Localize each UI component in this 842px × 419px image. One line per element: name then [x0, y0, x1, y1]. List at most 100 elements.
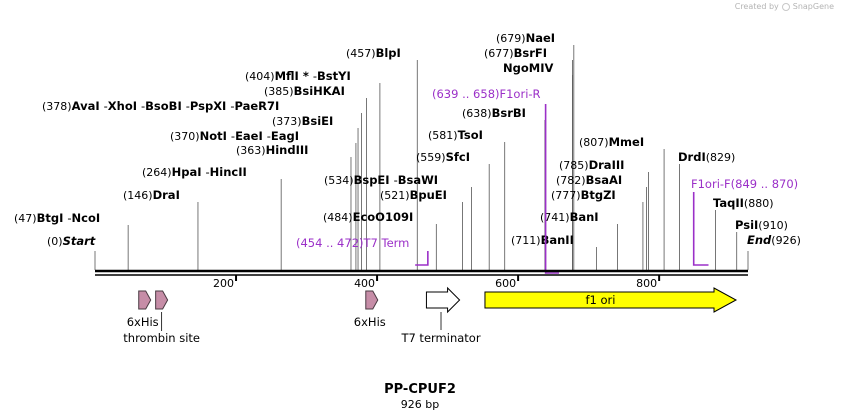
site-labels-group: (0)Start(47)BtgI-NcoI(146)DraI(264)HpaI-… — [14, 31, 801, 248]
site-enzyme-name: NaeI — [526, 31, 555, 45]
map-length: 926 bp — [401, 398, 439, 411]
site-enzyme-name: MflI * — [275, 69, 309, 83]
site-position: (534) — [324, 174, 354, 187]
site-position: (373) — [272, 115, 302, 128]
site-enzyme-name: BpuEI — [410, 188, 447, 202]
site-label: (741)BanI — [540, 210, 599, 224]
site-separator: - — [104, 99, 108, 113]
site-label: (373)BsiEI — [272, 114, 333, 128]
site-enzyme-name: HincII — [210, 165, 247, 179]
primer-position: (454 .. 472) — [296, 236, 364, 250]
site-enzyme-name: DraIII — [589, 158, 625, 172]
feature-arrow — [425, 286, 461, 314]
site-position: (0) — [47, 235, 63, 248]
site-separator: - — [313, 69, 317, 83]
site-separator: - — [186, 99, 190, 113]
site-enzyme-name: AvaI — [72, 99, 100, 113]
site-position: (404) — [245, 70, 275, 83]
site-label: (581)TsoI — [428, 128, 483, 142]
site-label: (711)BanII — [511, 233, 574, 247]
site-enzyme-name: BtgZI — [581, 188, 616, 202]
site-enzyme-name: TaqII — [713, 196, 744, 210]
site-position: (829) — [706, 151, 736, 164]
feature-site: thrombin site — [123, 290, 200, 345]
site-enzyme-name: XhoI — [108, 99, 137, 113]
site-separator: - — [230, 99, 234, 113]
site-position: (581) — [428, 129, 458, 142]
site-enzyme-name: DraI — [153, 188, 180, 202]
feature-label: f1 ori — [585, 293, 615, 307]
site-label: PsiI(910) — [735, 218, 788, 232]
site-label: (146)DraI — [123, 188, 180, 202]
site-enzyme-name: BsrBI — [492, 106, 526, 120]
site-position: (926) — [771, 234, 801, 247]
site-enzyme-name: BanII — [541, 233, 574, 247]
site-position: (638) — [462, 107, 492, 120]
site-position: (677) — [484, 47, 514, 60]
primer-name: F1ori-F — [691, 177, 731, 191]
primers-group: (454 .. 472)T7 Term (639 .. 658)F1ori-R F1… — [296, 87, 798, 274]
feature-label: thrombin site — [123, 331, 200, 345]
site-position: (782) — [556, 174, 586, 187]
primer-name: T7 Term — [363, 236, 410, 250]
site-label: (785)DraIII — [559, 158, 624, 172]
ruler-tick-label: 800 — [636, 277, 657, 290]
site-enzyme-name: BsoBI — [145, 99, 182, 113]
site-enzyme-name: BsiEI — [302, 114, 334, 128]
feature-his_tag: 6xHis — [354, 290, 386, 329]
feature-label: 6xHis — [127, 315, 159, 329]
ruler-tick-label: 200 — [213, 277, 234, 290]
site-label: (385)BsiHKAI — [264, 84, 345, 98]
ruler-tick-label: 400 — [354, 277, 375, 290]
feature-arrow — [155, 290, 169, 310]
site-position: (363) — [236, 144, 266, 157]
primer-label: (639 .. 658)F1ori-R — [432, 87, 541, 101]
site-label: (378)AvaI-XhoI-BsoBI-PspXI-PaeR7I — [42, 99, 279, 113]
primer-label: F1ori-F(849 .. 870) — [691, 177, 798, 191]
site-enzyme-name: PspXI — [190, 99, 226, 113]
site-position: (880) — [744, 197, 774, 210]
feature-terminator: T7 terminator — [400, 286, 481, 345]
site-enzyme-name: TsoI — [458, 128, 483, 142]
feature-origin: f1 ori — [484, 287, 738, 313]
site-label: (0)Start — [47, 234, 96, 248]
site-enzyme-name: NotI — [200, 129, 227, 143]
site-separator: - — [67, 211, 71, 225]
site-position: (679) — [496, 32, 526, 45]
site-separator: - — [231, 129, 235, 143]
site-lines-group — [94, 45, 749, 270]
site-enzyme-name: BsiHKAI — [294, 84, 345, 98]
site-label: (777)BtgZI — [551, 188, 616, 202]
feature-label: T7 terminator — [400, 331, 480, 345]
primer-arrow — [544, 104, 560, 274]
site-label: (363)HindIII — [236, 143, 308, 157]
creator-prefix: Created by — [734, 2, 779, 11]
site-position: (521) — [380, 189, 410, 202]
backbone-group — [95, 269, 748, 276]
site-label: (534)BspEI-BsaWI — [324, 173, 438, 187]
primer-position: (639 .. 658) — [432, 87, 500, 101]
site-enzyme-name: EaeI — [235, 129, 263, 143]
site-position: (741) — [540, 211, 570, 224]
site-enzyme-name: NgoMIV — [503, 61, 553, 75]
site-label: (782)BsaAI — [556, 173, 622, 187]
site-position: (785) — [559, 159, 589, 172]
site-separator: - — [141, 99, 145, 113]
site-label: (404)MflI *-BstYI — [245, 69, 351, 83]
site-enzyme-name: HpaI — [172, 165, 202, 179]
site-enzyme-name: NcoI — [72, 211, 101, 225]
site-label: NgoMIV — [503, 61, 553, 75]
snapgene-logo-icon — [781, 2, 790, 11]
site-label: (521)BpuEI — [380, 188, 447, 202]
site-label: (679)NaeI — [496, 31, 555, 45]
site-label: (677)BsrFI — [484, 46, 547, 60]
site-position: (457) — [346, 47, 376, 60]
site-label: (807)MmeI — [579, 135, 644, 149]
site-separator: - — [267, 129, 271, 143]
site-label: DrdI(829) — [678, 150, 735, 164]
site-enzyme-name: SfcI — [446, 150, 470, 164]
site-enzyme-name: BstYI — [317, 69, 351, 83]
feature-arrow — [484, 287, 738, 313]
primer-arrow — [415, 251, 429, 266]
